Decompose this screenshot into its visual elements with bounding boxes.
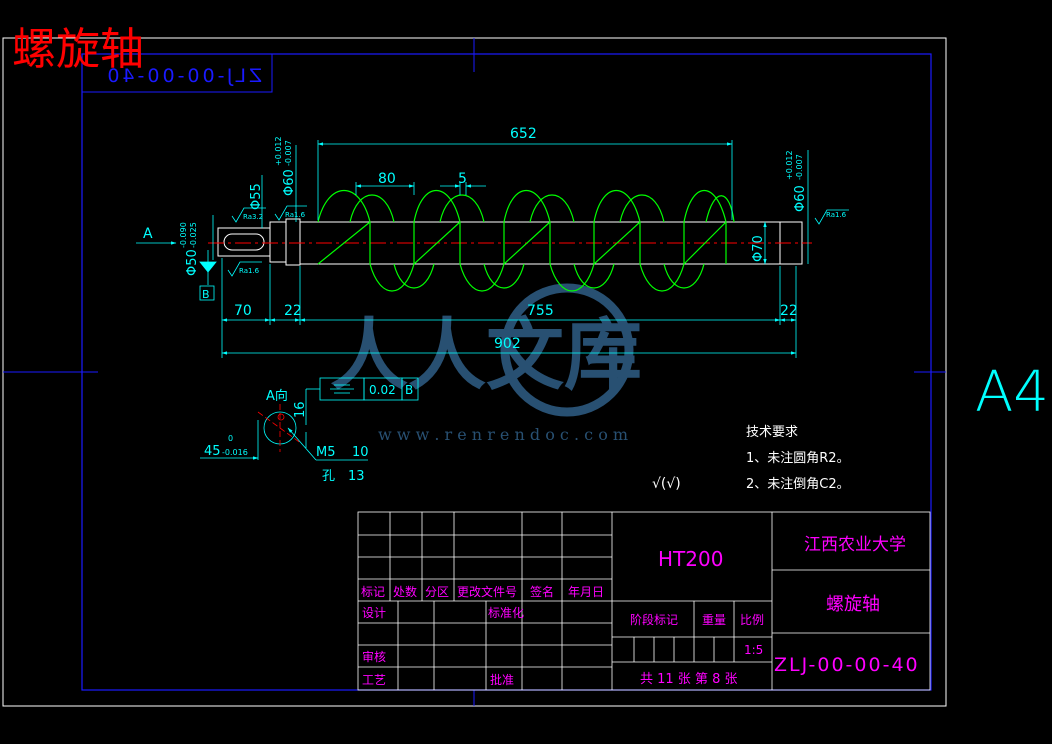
dim-22-right: 22 xyxy=(780,303,798,319)
tb-review: 审核 xyxy=(362,649,386,664)
roughness-ra32: Ra3.2 xyxy=(243,213,263,221)
keyway xyxy=(223,233,265,251)
tb-material: HT200 xyxy=(658,547,723,571)
tb-h-doc: 更改文件号 xyxy=(457,584,517,599)
tol-frame-datum-cell xyxy=(401,377,419,401)
helix-web-4 xyxy=(593,221,641,265)
title-block xyxy=(357,511,931,691)
dim-5: 5 xyxy=(458,171,467,187)
dim-902: 902 xyxy=(494,336,521,352)
technical-notes: 技术要求 1、未注圆角R2。 2、未注倒角C2。 √(√) xyxy=(652,425,850,492)
tb-sheets: 共 11 张 第 8 张 xyxy=(640,672,737,687)
roughness-ra16-c: Ra1.6 xyxy=(826,211,847,219)
tol-value: 0.02 xyxy=(369,383,396,397)
watermark-url: w w w . r e n r e n d o c . c o m xyxy=(378,425,628,444)
header-title: 螺旋轴 xyxy=(12,24,144,75)
tol-dia60-left-upper: +0.012 xyxy=(274,136,283,166)
tb-drawing-no: ZLJ-00-00-40 xyxy=(774,654,920,676)
helix-back xyxy=(349,194,735,289)
tb-scale: 1:5 xyxy=(744,643,763,657)
shaft-left-journal xyxy=(217,227,271,257)
section-view xyxy=(200,377,419,461)
tol-dia50-upper: -0.090 xyxy=(179,222,188,248)
helix-flights xyxy=(317,190,735,292)
dim-dia70: Φ70 xyxy=(751,235,766,262)
note-item-2: 2、未注倒角C2。 xyxy=(746,477,850,492)
notes-heading: 技术要求 xyxy=(746,425,798,440)
tb-h-sign: 签名 xyxy=(530,584,554,599)
tb-stage: 阶段标记 xyxy=(630,612,678,627)
tol-dia50-lower: -0.025 xyxy=(189,222,198,248)
sheet-size-label: A4 xyxy=(975,360,1049,425)
tb-weight: 重量 xyxy=(702,613,726,627)
roughness-symbol-1 xyxy=(231,207,266,223)
roughness-note: √(√) xyxy=(652,476,681,492)
tb-h-date: 年月日 xyxy=(568,585,604,599)
mirrored-code-box xyxy=(81,53,273,93)
helix-web-1 xyxy=(317,221,371,265)
dim-16: 16 xyxy=(293,401,308,418)
title-block-text: HT200 江西农业大学 螺旋轴 ZLJ-00-00-40 1:5 共 11 张… xyxy=(361,535,920,687)
tb-ratio: 比例 xyxy=(740,613,764,627)
datum-b-box xyxy=(199,285,215,301)
dim-22-left: 22 xyxy=(284,303,302,319)
tb-part-name: 螺旋轴 xyxy=(826,594,880,615)
tol-dia60-left-lower: -0.007 xyxy=(284,140,293,166)
dimensions xyxy=(136,140,849,358)
tb-design: 设计 xyxy=(362,606,386,620)
view-a-label: A xyxy=(143,226,153,242)
helix-web-5 xyxy=(683,221,727,265)
thread-spec: M5 xyxy=(316,445,336,460)
dim-45: 45 xyxy=(204,444,221,459)
dim-dia50: Φ50 xyxy=(185,249,200,276)
hole-depth: 13 xyxy=(348,469,365,484)
thread-leader xyxy=(287,427,317,461)
section-labels: A向 0.02 B 16 45 0 -0.016 M5 10 孔 13 xyxy=(204,383,413,484)
dim-80: 80 xyxy=(378,171,396,187)
dimension-labels: 652 80 5 70 22 755 22 902 Φ55 Φ60 +0.012… xyxy=(143,126,847,352)
note-item-1: 1、未注圆角R2。 xyxy=(746,451,850,466)
helix-web-2 xyxy=(413,221,461,265)
hole-label: 孔 xyxy=(322,469,335,484)
tol-45-upper: 0 xyxy=(228,434,233,443)
tol-dia60-right-upper: +0.012 xyxy=(785,150,794,180)
watermark-brand: 人人文库 xyxy=(330,310,642,401)
helix-web-3 xyxy=(503,221,551,265)
shaft-bearing-left xyxy=(269,221,287,263)
shaft-shoulder-left xyxy=(285,218,301,266)
tb-standard: 标准化 xyxy=(488,606,524,620)
watermark: 人人文库 w w w . r e n r e n d o c . c o m xyxy=(330,283,642,444)
tol-dia60-right-lower: -0.007 xyxy=(795,154,804,180)
dim-755: 755 xyxy=(527,303,554,319)
datum-b-triangle xyxy=(199,261,217,273)
section-label: A向 xyxy=(266,388,288,404)
shaft-view xyxy=(208,190,812,292)
thread-depth: 10 xyxy=(352,445,369,460)
helix-front xyxy=(317,190,727,292)
dim-70: 70 xyxy=(234,303,252,319)
tb-process: 工艺 xyxy=(362,673,386,687)
dim-dia55: Φ55 xyxy=(249,183,264,210)
dim-dia60-left: Φ60 xyxy=(282,169,297,196)
tb-school: 江西农业大学 xyxy=(804,535,906,555)
tb-h-count: 处数 xyxy=(393,584,417,599)
roughness-symbol-3 xyxy=(227,261,262,277)
roughness-symbol-2 xyxy=(274,205,307,221)
tol-45-lower: -0.016 xyxy=(222,448,248,457)
roughness-symbol-4 xyxy=(814,209,849,225)
tol-datum: B xyxy=(405,383,413,397)
tb-approve: 批准 xyxy=(490,672,514,687)
mirrored-drawing-code: ZLJ-00-00-40 xyxy=(104,65,262,87)
thread-hole xyxy=(277,413,285,421)
watermark-ring xyxy=(500,283,634,417)
tb-h-mark: 标记 xyxy=(361,585,385,599)
dim-652: 652 xyxy=(510,126,537,142)
roughness-ra16-a: Ra1.6 xyxy=(285,211,306,219)
dim-dia60-right: Φ60 xyxy=(793,185,808,212)
datum-b-label: B xyxy=(202,288,210,301)
tb-h-zone: 分区 xyxy=(425,585,449,599)
roughness-ra16-b: Ra1.6 xyxy=(239,267,260,275)
